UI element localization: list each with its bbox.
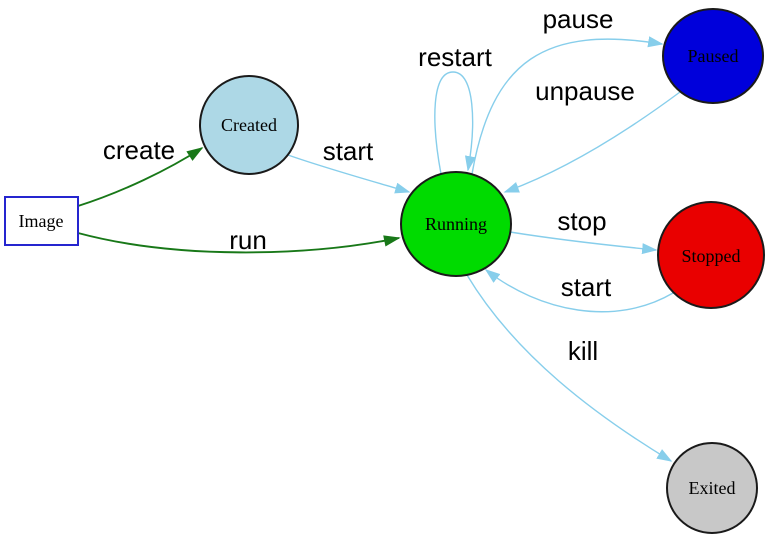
edge-label-stop: stop [557,206,606,236]
edge-run [77,232,401,254]
edge-stop [509,231,658,255]
edge-pause [471,36,664,175]
edge-restart-loop [434,71,476,175]
node-exited-circle [666,442,758,534]
node-exited-label: Exited [689,478,736,498]
node-running-circle [400,171,512,277]
edge-start-created-running [287,154,411,194]
edge-label-pause: pause [543,4,614,34]
node-stopped-label: Stopped [681,246,740,266]
edge-label-kill: kill [568,336,598,366]
node-created-label: Created [221,115,277,135]
node-image-box [4,196,79,246]
node-stopped-circle [657,201,765,309]
edge-create [77,147,204,207]
node-created-circle [199,75,299,175]
edge-label-run: run [229,225,267,255]
edge-label-unpause: unpause [535,76,635,106]
edge-unpause [503,91,681,193]
node-image-label: Image [19,211,64,231]
edge-start-stopped-running [484,269,674,313]
edge-label-start-created: start [323,136,374,166]
edge-label-start-stopped: start [561,272,612,302]
node-paused-label: Paused [688,46,739,66]
node-running-label: Running [425,214,487,234]
node-paused-circle [662,8,764,104]
edge-label-create: create [103,135,175,165]
edge-kill [466,274,673,462]
edge-label-restart: restart [418,42,492,72]
